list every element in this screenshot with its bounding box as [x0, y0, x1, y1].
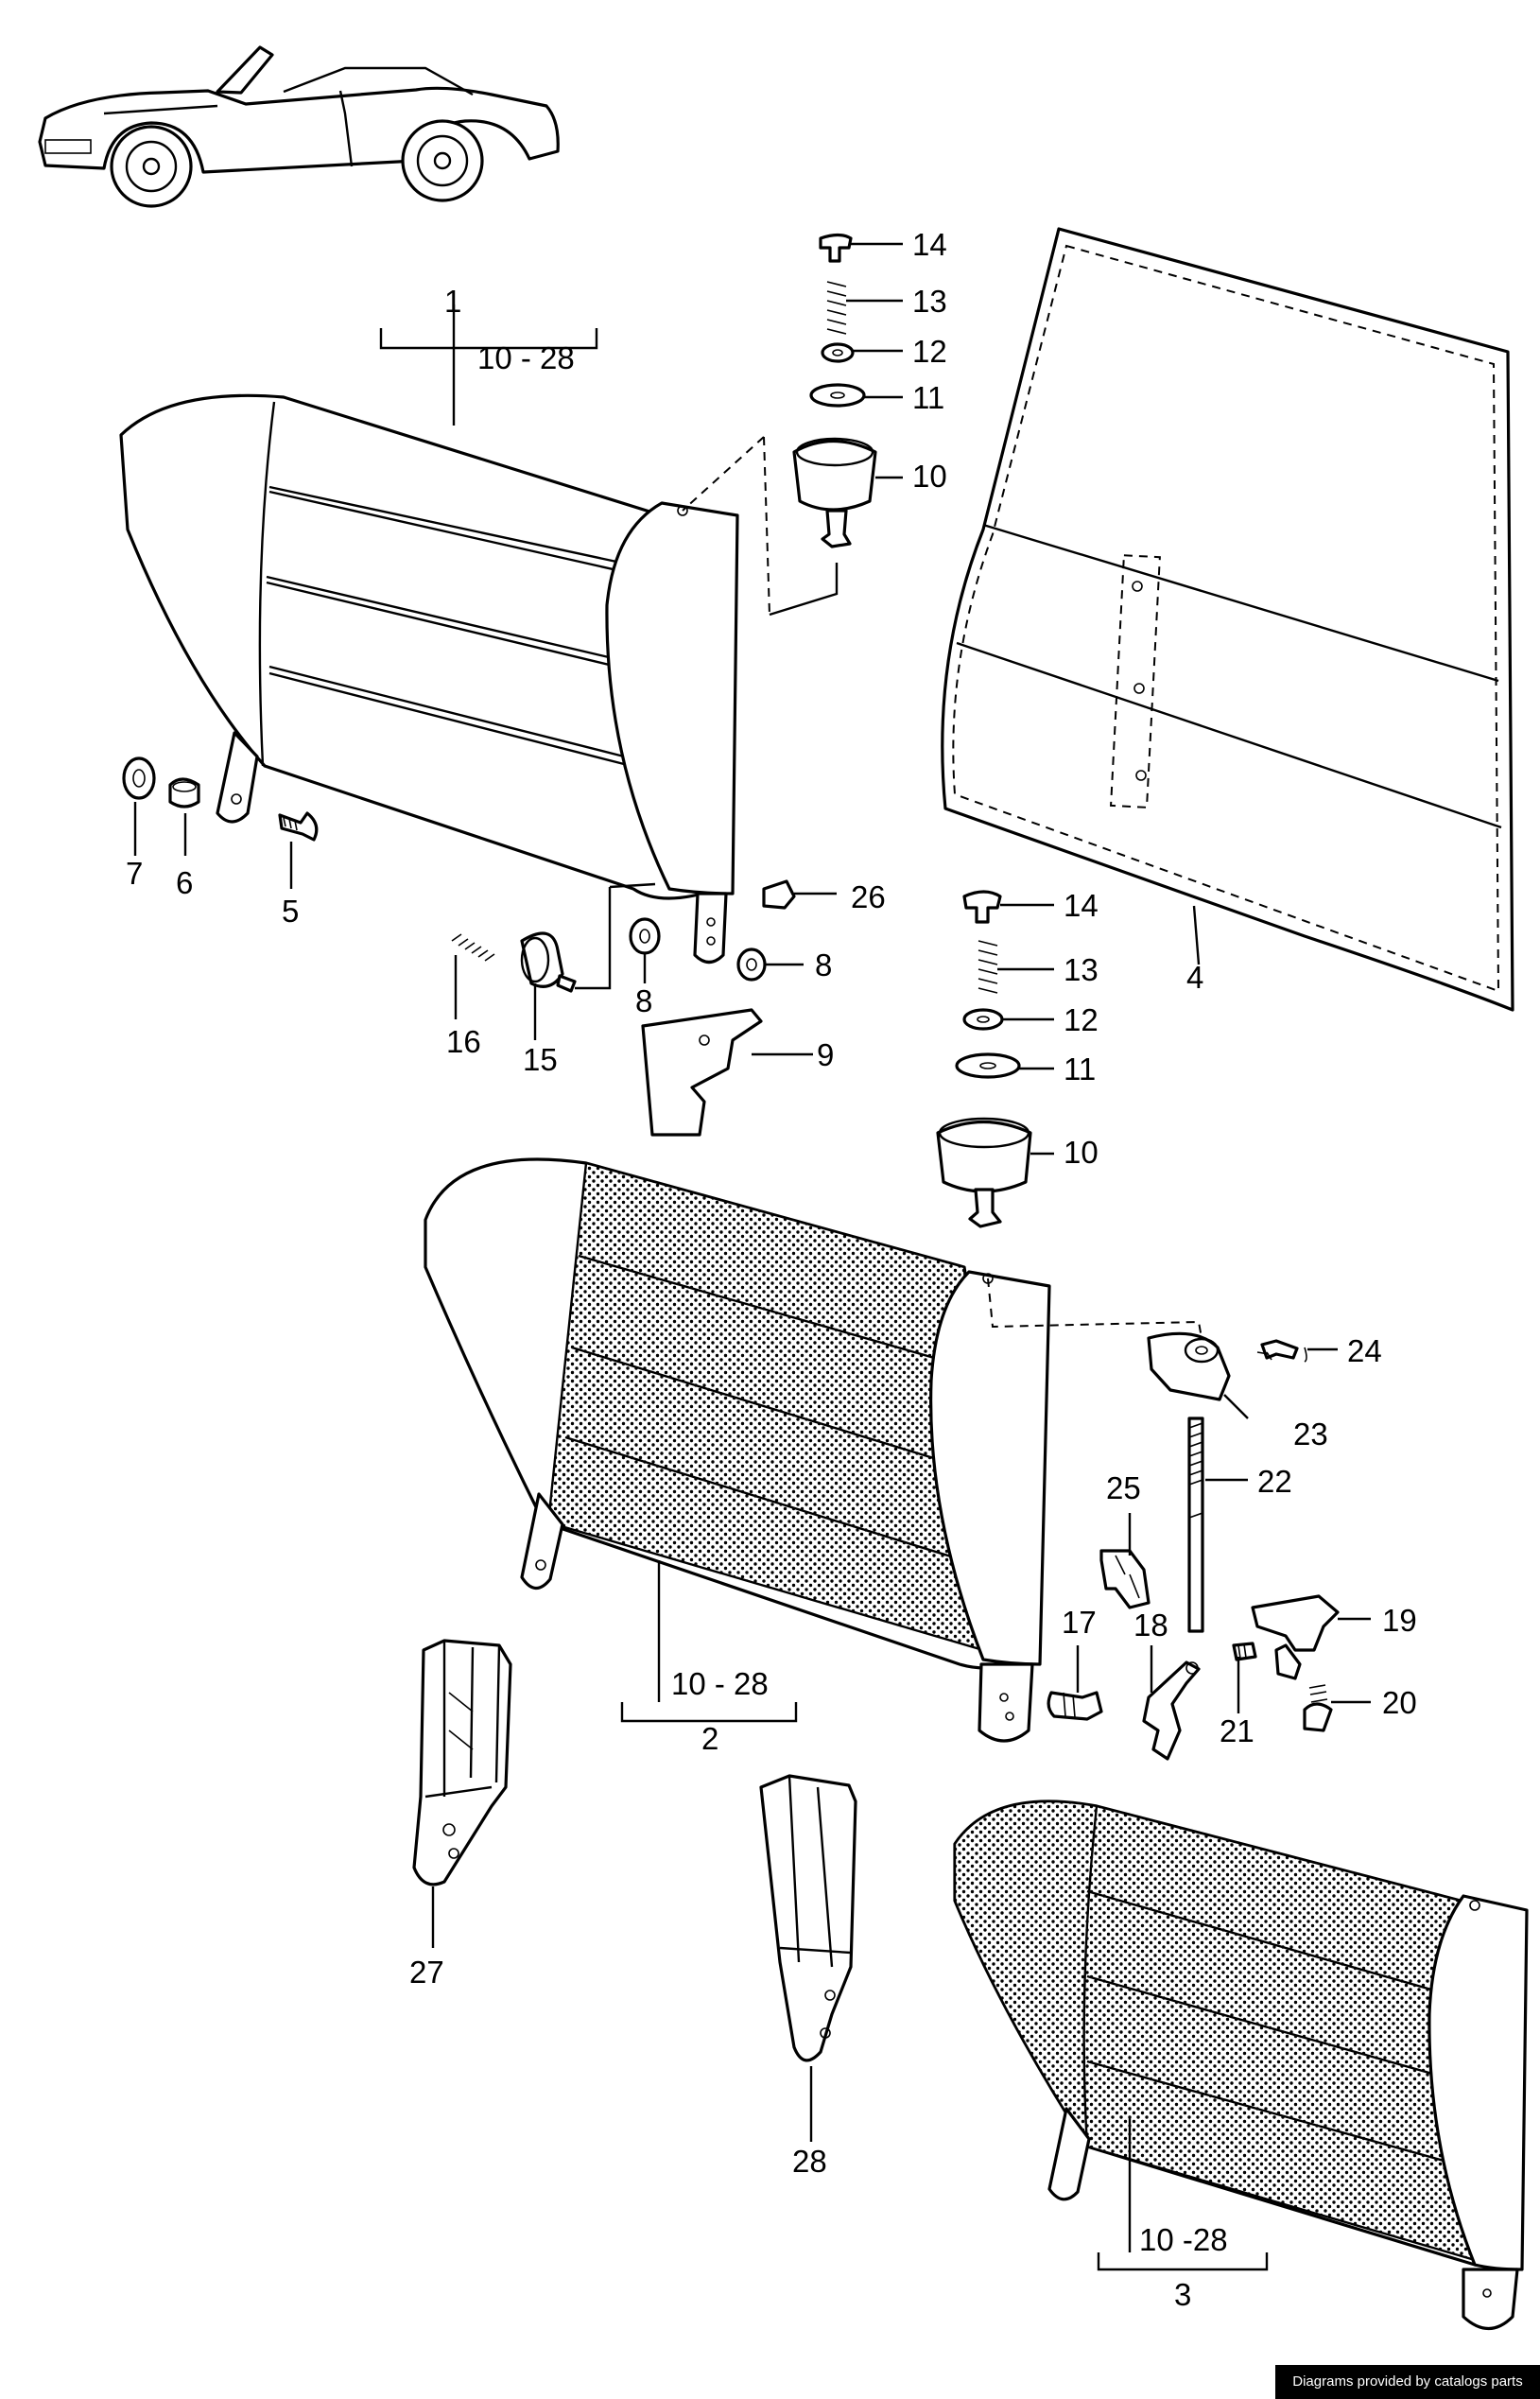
- label-part-8a: 8: [635, 983, 652, 1018]
- label-part-10a: 10: [912, 459, 947, 494]
- label-part-13b: 13: [1064, 952, 1099, 987]
- credit-banner: Diagrams provided by catalogs parts: [1275, 2365, 1540, 2399]
- part-labels: 1 10 - 28 2 10 - 28 3 10 -28 4 5 6 7 8 8…: [126, 227, 1417, 2312]
- label-part-11b: 11: [1064, 1052, 1096, 1087]
- lock-assembly-lower: [936, 890, 1032, 1228]
- latch-hardware: [987, 1278, 1340, 1761]
- label-part-20: 20: [1382, 1685, 1417, 1720]
- label-part-23: 23: [1293, 1417, 1328, 1452]
- label-part-13a: 13: [912, 284, 947, 319]
- label-part-5: 5: [282, 894, 299, 929]
- label-part-22: 22: [1257, 1464, 1292, 1499]
- car-convertible-icon: [38, 45, 560, 208]
- label-part-10b: 10: [1064, 1135, 1099, 1170]
- support-bracket-28: [759, 1774, 857, 2062]
- label-part-12b: 12: [1064, 1002, 1099, 1037]
- rear-backrest-plain: [119, 393, 739, 965]
- label-part-24: 24: [1347, 1333, 1382, 1368]
- label-part-28: 28: [792, 2144, 827, 2179]
- top-section-panel: [941, 227, 1514, 1012]
- label-part-8b: 8: [815, 947, 832, 982]
- label-part-3-range: 10 -28: [1139, 2222, 1228, 2257]
- label-part-11a: 11: [912, 380, 944, 415]
- lock-assembly-upper: [682, 233, 877, 617]
- rear-backrest-dotted-bottom: [953, 1799, 1529, 2330]
- label-part-25: 25: [1106, 1470, 1141, 1505]
- hinge-hardware: [122, 756, 796, 1137]
- label-part-17: 17: [1062, 1605, 1097, 1640]
- label-part-21: 21: [1220, 1713, 1254, 1748]
- label-part-12a: 12: [912, 334, 947, 369]
- leader-lines: [133, 242, 1371, 2271]
- label-part-18: 18: [1133, 1608, 1168, 1643]
- label-part-16: 16: [446, 1024, 481, 1059]
- label-part-1-range: 10 - 28: [477, 340, 575, 375]
- label-part-15: 15: [523, 1042, 558, 1077]
- support-bracket-27: [412, 1639, 512, 1886]
- label-part-2-range: 10 - 28: [671, 1666, 769, 1701]
- label-part-6: 6: [176, 865, 193, 900]
- label-part-9: 9: [817, 1037, 834, 1072]
- label-part-14b: 14: [1064, 888, 1099, 923]
- label-part-7: 7: [126, 856, 143, 891]
- rear-backrest-dotted-middle: [424, 1157, 1051, 1743]
- label-part-4: 4: [1186, 960, 1203, 995]
- label-part-14a: 14: [912, 227, 947, 262]
- label-part-3: 3: [1174, 2277, 1191, 2312]
- label-part-26: 26: [851, 879, 886, 914]
- label-part-27: 27: [409, 1955, 444, 1990]
- label-part-2: 2: [701, 1721, 718, 1756]
- label-part-1: 1: [444, 284, 461, 319]
- label-part-19: 19: [1382, 1603, 1417, 1638]
